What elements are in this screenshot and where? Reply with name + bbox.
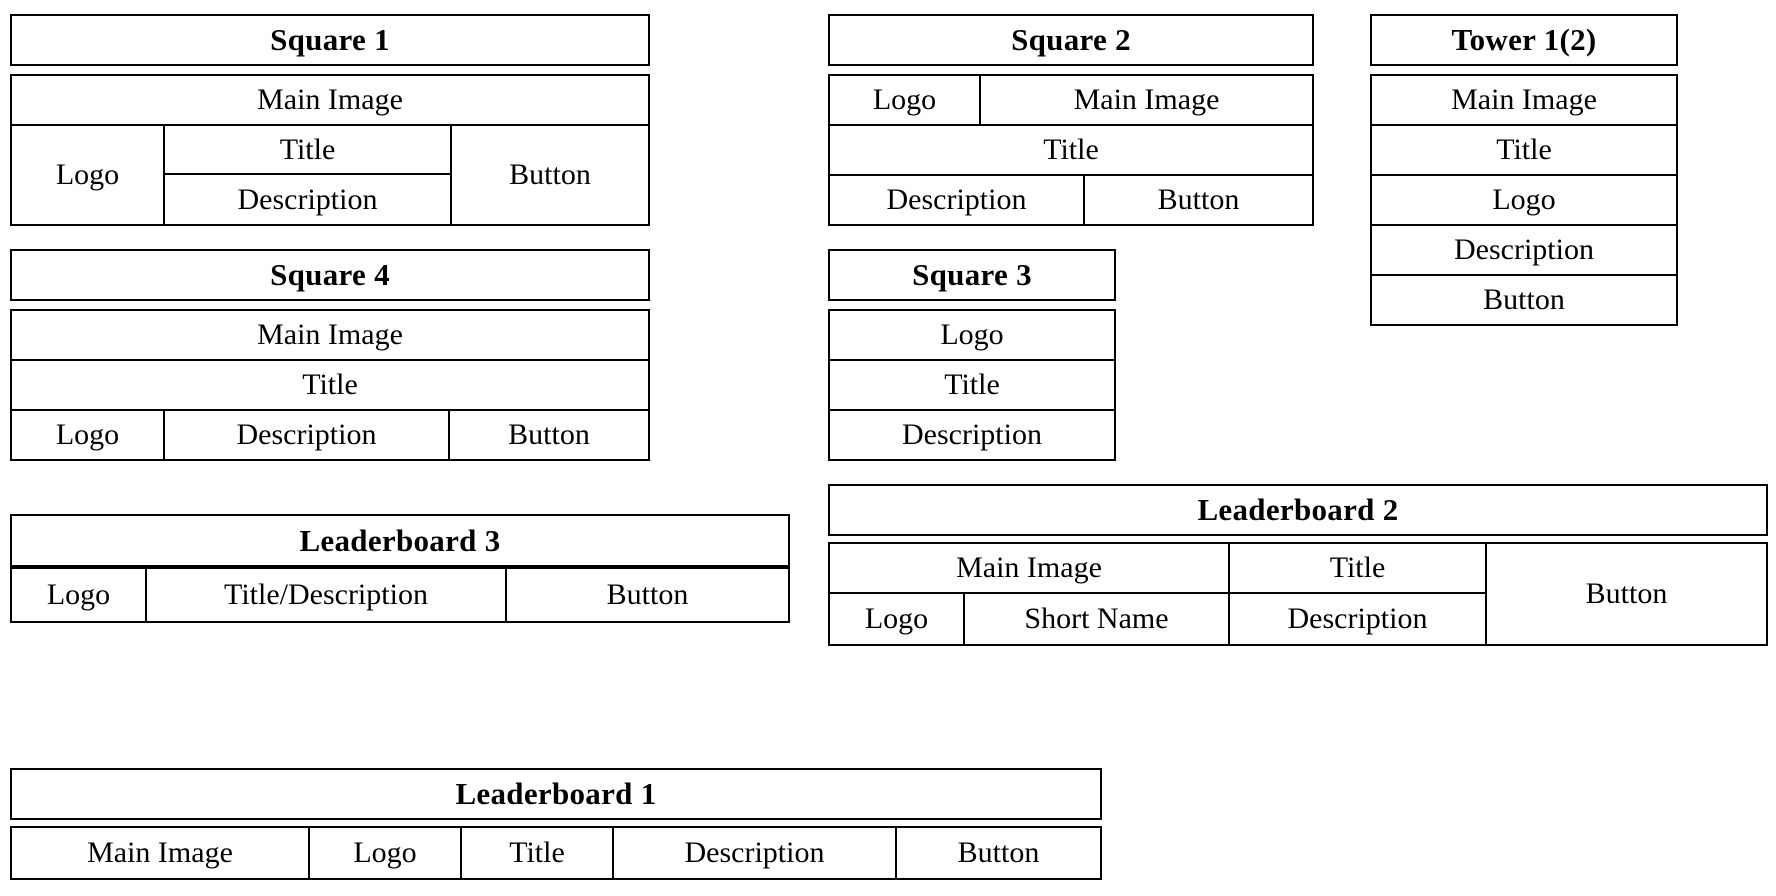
square-2-title-cell: Title [830,126,1312,176]
square-3-body: Logo Title Description [828,309,1116,461]
square-2-main-image-cell: Main Image [981,76,1312,126]
tower-1-2-body: Main Image Title Logo Description Button [1370,74,1678,326]
square-2-title: Square 2 [828,14,1314,66]
leaderboard-1-body: Main Image Logo Title Description Button [10,826,1102,880]
square-2-button-cell[interactable]: Button [1085,176,1312,224]
square-4-main-image-cell: Main Image [12,311,648,361]
square-4-row-main-image: Main Image [12,311,648,361]
square-4-block: Square 4 Main Image Title Logo Descripti… [10,249,650,461]
square-2-block: Square 2 Logo Main Image Title Descripti… [828,14,1314,226]
leaderboard-3-body: Logo Title/Description Button [10,567,790,623]
leaderboard-2-grid: Main Image Logo Short Name Title Descrip… [830,544,1766,644]
leaderboard-2-description-cell: Description [1230,594,1485,644]
leaderboard-3-block: Leaderboard 3 Logo Title/Description But… [10,514,790,623]
square-1-button-cell[interactable]: Button [452,126,648,224]
spacer [828,66,1314,74]
square-4-row-title: Title [12,361,648,411]
square-1-title-description-stack: Title Description [165,126,452,224]
leaderboard-2-main-image-cell: Main Image [830,544,1228,594]
tower-1-2-row-button: Button [1372,276,1676,324]
square-2-body: Logo Main Image Title Description Button [828,74,1314,226]
spacer [10,66,650,74]
square-2-logo-cell: Logo [830,76,981,126]
leaderboard-3-logo-cell: Logo [12,569,147,621]
tower-1-2-description-cell: Description [1372,226,1676,276]
square-3-row-logo: Logo [830,311,1114,361]
tower-1-2-button-cell[interactable]: Button [1372,276,1676,324]
leaderboard-1-button-cell[interactable]: Button [897,828,1100,878]
tower-1-2-title-cell: Title [1372,126,1676,176]
leaderboard-2-logo-shortname-row: Logo Short Name [830,594,1228,644]
spacer [10,301,650,309]
leaderboard-1-title-cell: Title [462,828,614,878]
square-1-logo-cell: Logo [12,126,165,224]
square-1-title: Square 1 [10,14,650,66]
spacer [828,301,1116,309]
square-3-description-cell: Description [830,411,1114,459]
tower-1-2-logo-cell: Logo [1372,176,1676,226]
square-3-title-cell: Title [830,361,1114,411]
square-1-row-content: Logo Title Description Button [12,126,648,224]
square-2-row-description-button: Description Button [830,176,1312,224]
leaderboard-2-block: Leaderboard 2 Main Image Logo Short Name… [828,484,1768,646]
leaderboard-3-button-cell[interactable]: Button [507,569,788,621]
square-4-description-cell: Description [165,411,450,459]
leaderboard-2-button-cell[interactable]: Button [1487,544,1766,644]
square-4-logo-cell: Logo [12,411,165,459]
square-3-logo-cell: Logo [830,311,1114,361]
leaderboard-3-title: Leaderboard 3 [10,514,790,567]
tower-1-2-row-main-image: Main Image [1372,76,1676,126]
square-1-block: Square 1 Main Image Logo Title Descripti… [10,14,650,226]
leaderboard-2-image-logo-shortname-group: Main Image Logo Short Name [830,544,1230,644]
leaderboard-1-title: Leaderboard 1 [10,768,1102,820]
leaderboard-2-short-name-cell: Short Name [965,594,1228,644]
square-4-button-cell[interactable]: Button [450,411,648,459]
square-2-row-logo-main-image: Logo Main Image [830,76,1312,126]
square-1-row-main-image: Main Image [12,76,648,126]
square-4-title: Square 4 [10,249,650,301]
square-1-body: Main Image Logo Title Description Button [10,74,650,226]
square-4-body: Main Image Title Logo Description Button [10,309,650,461]
leaderboard-1-logo-cell: Logo [310,828,462,878]
square-2-row-title: Title [830,126,1312,176]
leaderboard-1-description-cell: Description [614,828,897,878]
tower-1-2-main-image-cell: Main Image [1372,76,1676,126]
tower-1-2-title: Tower 1(2) [1370,14,1678,66]
leaderboard-2-logo-cell: Logo [830,594,965,644]
leaderboard-3-title-description-cell: Title/Description [147,569,507,621]
leaderboard-1-row-content: Main Image Logo Title Description Button [12,828,1100,878]
leaderboard-2-title-cell: Title [1230,544,1485,594]
leaderboard-2-title-description-group: Title Description [1230,544,1487,644]
square-4-row-content: Logo Description Button [12,411,648,459]
square-3-row-description: Description [830,411,1114,459]
leaderboard-2-title: Leaderboard 2 [828,484,1768,536]
square-3-block: Square 3 Logo Title Description [828,249,1116,461]
square-1-main-image-cell: Main Image [12,76,648,126]
tower-1-2-block: Tower 1(2) Main Image Title Logo Descrip… [1370,14,1678,326]
leaderboard-1-block: Leaderboard 1 Main Image Logo Title Desc… [10,768,1102,880]
square-4-title-cell: Title [12,361,648,411]
spacer [1370,66,1678,74]
tower-1-2-row-logo: Logo [1372,176,1676,226]
square-2-description-cell: Description [830,176,1085,224]
tower-1-2-row-title: Title [1372,126,1676,176]
square-3-title: Square 3 [828,249,1116,301]
leaderboard-1-main-image-cell: Main Image [12,828,310,878]
square-1-title-cell: Title [165,126,450,175]
square-3-row-title: Title [830,361,1114,411]
square-1-description-cell: Description [165,175,450,224]
leaderboard-3-row-content: Logo Title/Description Button [12,569,788,621]
tower-1-2-row-description: Description [1372,226,1676,276]
leaderboard-2-body: Main Image Logo Short Name Title Descrip… [828,542,1768,646]
